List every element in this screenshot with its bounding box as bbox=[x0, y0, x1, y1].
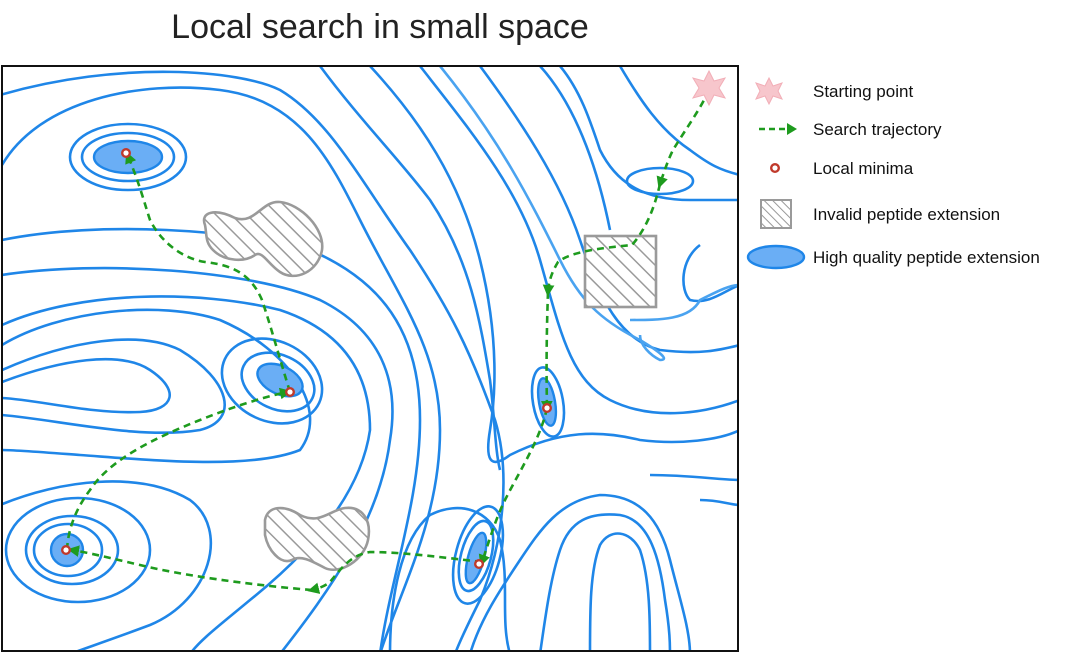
contour-line bbox=[32, 522, 104, 578]
contour-line bbox=[559, 66, 738, 202]
contour-line bbox=[649, 473, 738, 482]
contour-line bbox=[629, 283, 738, 322]
invalid-region bbox=[583, 234, 658, 309]
trajectory-arrow bbox=[541, 291, 553, 413]
contour-line bbox=[318, 66, 502, 471]
local-minimum bbox=[61, 545, 72, 556]
trajectory-arrow bbox=[478, 407, 549, 567]
blue-ellipse-icon bbox=[746, 244, 806, 270]
legend-item-starting-point: Starting point bbox=[745, 76, 1080, 106]
invalid-region bbox=[263, 506, 371, 571]
contour-line bbox=[4, 496, 152, 604]
contour-line bbox=[2, 295, 372, 651]
contour-line bbox=[2, 357, 171, 414]
contour-line bbox=[418, 66, 738, 415]
trajectory-arrow bbox=[542, 183, 662, 297]
dashed-arrow-icon bbox=[759, 123, 797, 135]
contour-line bbox=[530, 366, 566, 438]
diagram-title: Local search in small space bbox=[171, 8, 589, 46]
hatched-square-icon bbox=[760, 199, 792, 229]
contour-line bbox=[469, 493, 692, 651]
legend-label: Starting point bbox=[813, 82, 914, 101]
legend-item-search-trajectory: Search trajectory bbox=[745, 114, 1080, 144]
trajectory-arrow bbox=[67, 545, 313, 592]
local-minimum bbox=[120, 147, 131, 158]
contour-line bbox=[80, 131, 176, 183]
legend-label: Invalid peptide extension bbox=[813, 205, 1001, 224]
legend-item-high-quality-extension: High quality peptide extension bbox=[745, 242, 1080, 272]
contour-line bbox=[2, 338, 226, 435]
contour-line bbox=[451, 505, 505, 605]
plot-frame bbox=[1, 65, 739, 652]
contour-line bbox=[2, 227, 422, 651]
contour-line bbox=[699, 498, 738, 507]
contour-line bbox=[2, 70, 505, 651]
local-minimum bbox=[542, 403, 553, 414]
trajectory-arrow bbox=[125, 151, 292, 393]
minima-dot-icon bbox=[770, 162, 781, 173]
legend-label: High quality peptide extension bbox=[813, 248, 1040, 267]
contour-line bbox=[682, 243, 738, 303]
contour-line bbox=[369, 66, 738, 464]
contour-line bbox=[539, 513, 672, 651]
contour-line bbox=[618, 66, 738, 176]
contour-line bbox=[240, 351, 316, 413]
invalid-region bbox=[202, 200, 324, 278]
starting-point-star bbox=[691, 69, 727, 107]
contour-line bbox=[388, 506, 511, 651]
contour-line bbox=[68, 122, 188, 192]
contour-line bbox=[539, 66, 612, 231]
contour-line bbox=[2, 308, 312, 464]
star-icon bbox=[755, 76, 783, 106]
contour-line bbox=[625, 166, 695, 196]
legend-item-invalid-extension: Invalid peptide extension bbox=[745, 199, 1080, 229]
contour-line bbox=[588, 532, 652, 651]
contour-line bbox=[2, 480, 213, 651]
local-minimum bbox=[285, 387, 296, 398]
legend-label: Search trajectory bbox=[813, 120, 942, 139]
contour-line bbox=[457, 519, 495, 593]
contour-line bbox=[2, 86, 442, 651]
legend-item-local-minima: Local minima bbox=[745, 153, 1080, 183]
contour-line bbox=[24, 514, 120, 586]
trajectory-arrow bbox=[65, 387, 292, 551]
local-minimum bbox=[474, 559, 485, 570]
legend-label: Local minima bbox=[813, 159, 914, 178]
contour-line bbox=[438, 66, 666, 362]
trajectory-arrow bbox=[307, 550, 483, 594]
trajectory-arrow bbox=[656, 89, 711, 189]
contour-line bbox=[220, 337, 324, 425]
